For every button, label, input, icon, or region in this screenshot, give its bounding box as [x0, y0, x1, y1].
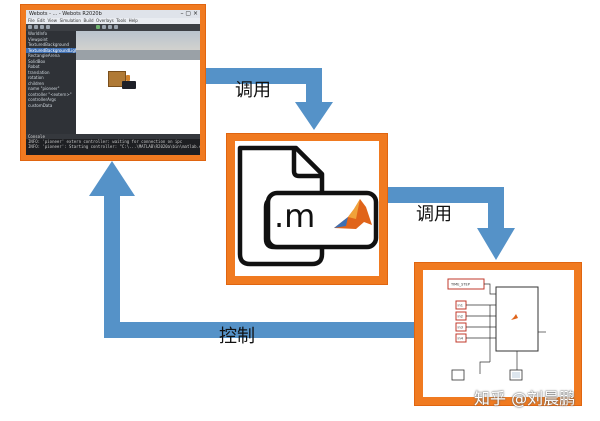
tree-item[interactable]: WorldInfo	[28, 31, 48, 36]
menu-item[interactable]: File	[28, 18, 35, 23]
3d-viewport[interactable]	[76, 31, 200, 134]
tool-icon[interactable]	[46, 25, 50, 29]
watermark: 知乎 @刘晨鹏	[474, 389, 576, 408]
menu-item[interactable]: Tools	[116, 18, 127, 23]
matlab-logo-icon	[334, 199, 372, 229]
tree-item[interactable]: customData	[28, 102, 53, 108]
display-block	[451, 369, 465, 381]
menu-item[interactable]: Overlays	[96, 18, 114, 23]
background-hills	[76, 49, 200, 60]
tool-icon[interactable]	[40, 25, 44, 29]
tool-icon[interactable]	[34, 25, 38, 29]
window-title: Webots - ... - Webots R2020b	[26, 10, 200, 18]
menu-item[interactable]: View	[47, 18, 58, 23]
tree-item[interactable]: RectangleArena	[28, 53, 60, 58]
tree-item[interactable]: TexturedBackgroundLight	[26, 47, 76, 53]
tree-item[interactable]: controller "<extern>"	[28, 91, 72, 97]
tree-item[interactable]: Viewpoint	[28, 36, 48, 42]
control-label: 控制	[219, 326, 255, 347]
pause-icon[interactable]	[102, 25, 106, 29]
console-line: INFO: 'pioneer': Starting controller: "C…	[28, 144, 200, 149]
tool-icon[interactable]	[28, 25, 32, 29]
function-block	[495, 286, 539, 352]
call-arrow-1	[206, 68, 333, 130]
input-label: in1	[458, 304, 463, 308]
tree-item[interactable]: controllerArgs	[28, 97, 57, 102]
console: Console INFO: 'pioneer' extern controlle…	[26, 134, 200, 155]
input-label: in2	[458, 315, 463, 319]
step-icon[interactable]	[108, 25, 112, 29]
tree-item[interactable]: children	[28, 80, 45, 86]
menu-item[interactable]: Simulation	[59, 18, 81, 23]
console-header: Console	[26, 134, 200, 139]
tree-item[interactable]: SolidBox	[28, 58, 46, 64]
simulink-diagram: TIME_STEP in1 in2 in3 in4	[447, 278, 546, 381]
scene-tree[interactable]: WorldInfo Viewpoint TexturedBackground T…	[26, 31, 76, 134]
tree-item[interactable]: TexturedBackground	[28, 42, 70, 47]
mfile-icon	[237, 145, 379, 267]
time-step-label: TIME_STEP	[450, 283, 470, 287]
file-extension-label: .m	[274, 197, 316, 235]
menu-item[interactable]: Edit	[37, 18, 45, 23]
tree-item[interactable]: rotation	[28, 75, 44, 80]
call-label-1: 调用	[235, 80, 271, 101]
call-arrow-2	[388, 187, 515, 260]
input-label: in4	[458, 337, 464, 341]
wooden-box	[108, 71, 126, 87]
console-line: INFO: 'pioneer' extern controller: waiti…	[28, 139, 183, 144]
matlab-fcn-icon	[511, 314, 518, 320]
webots-window: Webots - ... - Webots R2020b – ▢ × File …	[26, 10, 200, 155]
tree-item[interactable]: translation	[28, 69, 50, 75]
tree-item[interactable]: name "pioneer"	[28, 86, 60, 91]
menu-bar: File Edit View Simulation Build Overlays…	[26, 18, 200, 24]
play-icon[interactable]	[96, 25, 100, 29]
input-label: in3	[458, 326, 463, 330]
robot	[122, 81, 136, 89]
menu-item[interactable]: Help	[128, 18, 138, 23]
fast-icon[interactable]	[114, 25, 118, 29]
robot-sensor	[126, 75, 130, 81]
window-controls[interactable]: – ▢ ×	[180, 10, 198, 17]
tree-item[interactable]: Robot	[28, 64, 40, 69]
webots-panel: Webots - ... - Webots R2020b – ▢ × File …	[20, 4, 206, 161]
control-arrow	[89, 161, 414, 338]
menu-item[interactable]: Build	[83, 18, 94, 23]
call-label-2: 调用	[416, 204, 452, 225]
toolbar	[26, 24, 200, 31]
